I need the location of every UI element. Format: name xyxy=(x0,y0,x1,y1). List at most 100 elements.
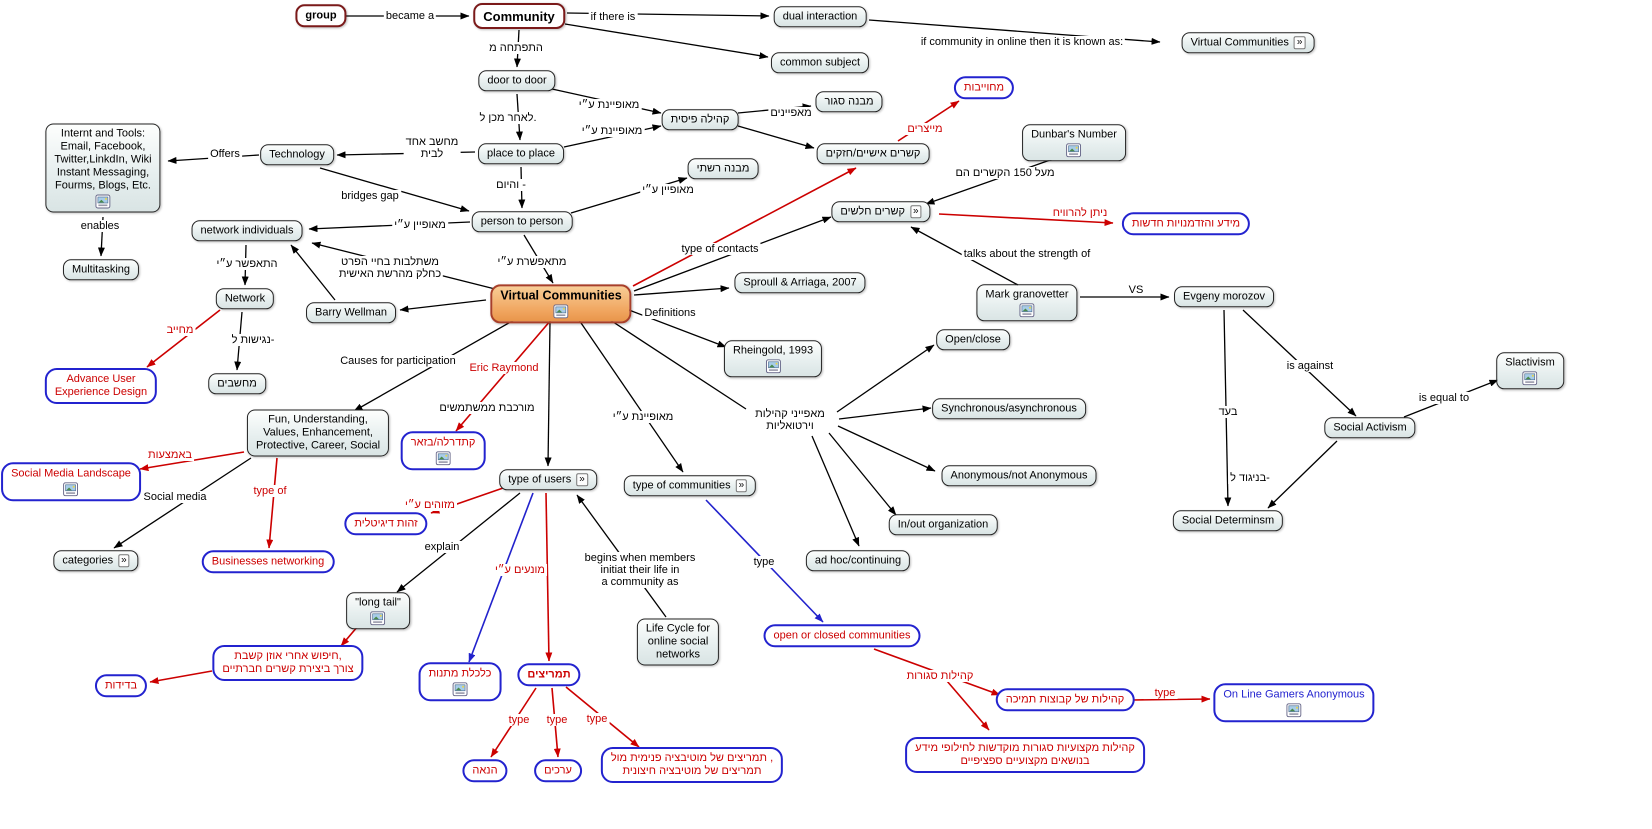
link-label-identified-by[interactable]: מזוהים ע״י xyxy=(403,499,457,511)
link-label-by-means-of[interactable]: באמצעות xyxy=(146,449,194,461)
link-label-and-today[interactable]: והיום - xyxy=(494,179,528,191)
link-label-characterized-by-1[interactable]: מאופיינת ע״י xyxy=(576,99,642,111)
node-group[interactable]: group xyxy=(295,4,347,28)
link-label-integrated-in-life[interactable]: משתלבות בחיי הפרט כחלק מהרשת האישית xyxy=(336,256,444,280)
link-label-type-5[interactable]: type xyxy=(584,713,610,725)
resource-icon[interactable] xyxy=(500,304,621,319)
link-label-developed-from[interactable]: התפתחה מ xyxy=(487,42,545,54)
link-label-vc-characteristics[interactable]: מאפייני קהילות וירטואליות xyxy=(753,408,827,432)
link-label-enables[interactable]: enables xyxy=(78,220,122,232)
link-label-one-computer-per-home[interactable]: מחשב אחד לבית xyxy=(403,136,461,160)
resource-icon[interactable] xyxy=(733,359,813,374)
link-label-composed-of-users[interactable]: מורכבת ממשתמשים xyxy=(437,402,537,414)
node-closed-professional[interactable]: קהילות מקצועיות סגורות מוקדשות לחילופי מ… xyxy=(905,737,1145,773)
node-social-determinism[interactable]: Social Determinsm xyxy=(1172,510,1284,532)
node-granovetter[interactable]: Mark granovetter xyxy=(976,284,1078,322)
node-new-info[interactable]: מידע והזדמנויות חדשות xyxy=(1121,212,1251,236)
node-values[interactable]: ערכים xyxy=(534,759,582,783)
link-label-in-contrast-to[interactable]: בניגוד ל- xyxy=(1228,472,1272,484)
link-label-eric-raymond[interactable]: Eric Raymond xyxy=(467,362,541,374)
node-advance-ux[interactable]: Advance User Experience Design xyxy=(44,368,158,404)
node-dual-interaction[interactable]: dual interaction xyxy=(773,6,867,28)
link-label-characterized-by-5[interactable]: מאופיינת ע״י xyxy=(610,411,676,423)
link-label-type-1[interactable]: type xyxy=(751,556,777,568)
node-open-close[interactable]: Open/close xyxy=(936,329,1010,351)
node-sproull[interactable]: Sproull & Arriaga, 2007 xyxy=(734,272,866,294)
link-label-offers[interactable]: Offers xyxy=(208,148,242,160)
node-cathedral-bazaar[interactable]: קתדרלה/בזאר xyxy=(400,431,486,471)
chevrons-icon[interactable]: » xyxy=(735,479,748,493)
resource-icon[interactable] xyxy=(54,194,151,209)
link-label-access-to[interactable]: נגישות ל- xyxy=(229,334,277,346)
link-label-produce[interactable]: מייצרים xyxy=(905,123,945,135)
node-strong-ties[interactable]: קשרים אישיים/חזקים xyxy=(816,143,930,165)
node-community[interactable]: Community xyxy=(473,2,565,30)
node-type-of-users[interactable]: type of users» xyxy=(499,469,597,491)
link-label-explain[interactable]: explain xyxy=(422,541,462,553)
node-physical-community[interactable]: קהילה פיסית xyxy=(661,109,739,131)
node-rheingold[interactable]: Rheingold, 1993 xyxy=(723,340,823,378)
link-label-type-3[interactable]: type xyxy=(506,714,532,726)
resource-icon[interactable] xyxy=(355,611,401,626)
node-vc-center[interactable]: Virtual Communities xyxy=(490,284,632,324)
node-barry-wellman[interactable]: Barry Wellman xyxy=(306,302,396,324)
link-label-after-that-to[interactable]: לאחר מכן ל. xyxy=(477,112,539,124)
node-morozov[interactable]: Evgeny morozov xyxy=(1174,286,1274,308)
chevrons-icon[interactable]: » xyxy=(1293,36,1306,50)
resource-icon[interactable] xyxy=(429,682,492,697)
node-technology[interactable]: Technology xyxy=(260,144,334,166)
link-label-is-equal-to[interactable]: is equal to xyxy=(1416,392,1472,404)
node-gift-economy[interactable]: כלכלת מתנות xyxy=(418,662,502,702)
node-in-out-organization[interactable]: In/out organization xyxy=(888,514,998,536)
link-label-driven-by[interactable]: מונעים ע״י xyxy=(493,564,547,576)
node-network[interactable]: Network xyxy=(215,288,275,310)
resource-icon[interactable] xyxy=(1223,703,1364,718)
link-label-known-as[interactable]: if community in online then it is known … xyxy=(918,36,1126,48)
node-closed-structure[interactable]: מבנה סגור xyxy=(815,91,883,113)
node-network-individuals[interactable]: network individuals xyxy=(191,220,303,242)
link-label-begins-when[interactable]: begins when members initiat their life i… xyxy=(582,552,698,588)
node-fun-values[interactable]: Fun, Understanding, Values, Enhancement,… xyxy=(246,409,390,457)
node-categories[interactable]: categories» xyxy=(53,550,139,572)
node-internet-tools[interactable]: Internt and Tools: Email, Facebook, Twit… xyxy=(45,123,161,213)
node-commitment[interactable]: מחוייבות xyxy=(953,76,1015,100)
link-label-type-of-contacts[interactable]: type of contacts xyxy=(679,243,761,255)
node-intrinsic-extrinsic[interactable]: תמריצים של מוטיבציה פנימית מול , תמריצים… xyxy=(600,747,784,783)
link-label-bridges-gap[interactable]: bridges gap xyxy=(339,190,401,202)
node-incentives[interactable]: תמריצים xyxy=(517,663,581,687)
node-computers[interactable]: מחשבים xyxy=(208,373,266,395)
link-label-in-favor-of[interactable]: בעד xyxy=(1216,406,1240,418)
node-open-closed-communities[interactable]: open or closed communities xyxy=(763,624,921,648)
resource-icon[interactable] xyxy=(1505,371,1555,386)
resource-icon[interactable] xyxy=(985,303,1068,318)
link-label-characteristics[interactable]: מאפיינים xyxy=(768,107,814,119)
node-door-to-door[interactable]: door to door xyxy=(478,70,556,92)
link-label-definitions[interactable]: Definitions xyxy=(642,307,698,319)
node-listening-ear[interactable]: חיפוש אחרי אוזן קשבת, צורך ביצירת קשרים … xyxy=(212,645,364,681)
link-label-closed-communities[interactable]: קהילות סגורות xyxy=(904,670,976,682)
node-dunbars-number[interactable]: Dunbar's Number xyxy=(1022,124,1126,162)
node-type-of-communities[interactable]: type of communities» xyxy=(623,475,757,497)
link-label-can-gain[interactable]: ניתן להרוויח xyxy=(1050,207,1110,219)
link-label-is-against[interactable]: is against xyxy=(1284,360,1336,372)
link-label-above-150-ties[interactable]: מעל 150 הקשרים הם xyxy=(953,167,1057,179)
chevrons-icon[interactable]: » xyxy=(576,473,588,487)
link-label-causes-for-participation[interactable]: Causes for participation xyxy=(338,355,458,367)
link-label-requires[interactable]: מחייב xyxy=(164,324,196,336)
node-ad-hoc[interactable]: ad hoc/continuing xyxy=(805,550,911,572)
node-common-subject[interactable]: common subject xyxy=(770,52,870,74)
link-label-type-2[interactable]: type xyxy=(1152,687,1178,699)
chevrons-icon[interactable]: » xyxy=(910,205,922,219)
node-sync-async[interactable]: Synchronous/asynchronous xyxy=(932,398,1086,420)
link-label-characterized-by-2[interactable]: מאופיינת ע״י xyxy=(579,125,645,137)
node-social-activism[interactable]: Social Activism xyxy=(1324,417,1416,439)
node-multitasking[interactable]: Multitasking xyxy=(62,259,140,281)
node-digital-identity[interactable]: זהות דיגיטלית xyxy=(344,512,428,536)
link-label-became-a[interactable]: became a xyxy=(383,10,437,22)
node-support-groups[interactable]: קהילות של קבוצות תמיכה xyxy=(995,688,1135,712)
resource-icon[interactable] xyxy=(411,451,476,466)
node-network-structure[interactable]: מבנה רשתי xyxy=(687,158,759,180)
node-life-cycle[interactable]: Life Cycle for online social networks xyxy=(636,618,720,666)
node-online-gamers-anonymous[interactable]: On Line Gamers Anonymous xyxy=(1213,683,1375,723)
node-businesses-networking[interactable]: Businesses networking xyxy=(201,550,335,574)
